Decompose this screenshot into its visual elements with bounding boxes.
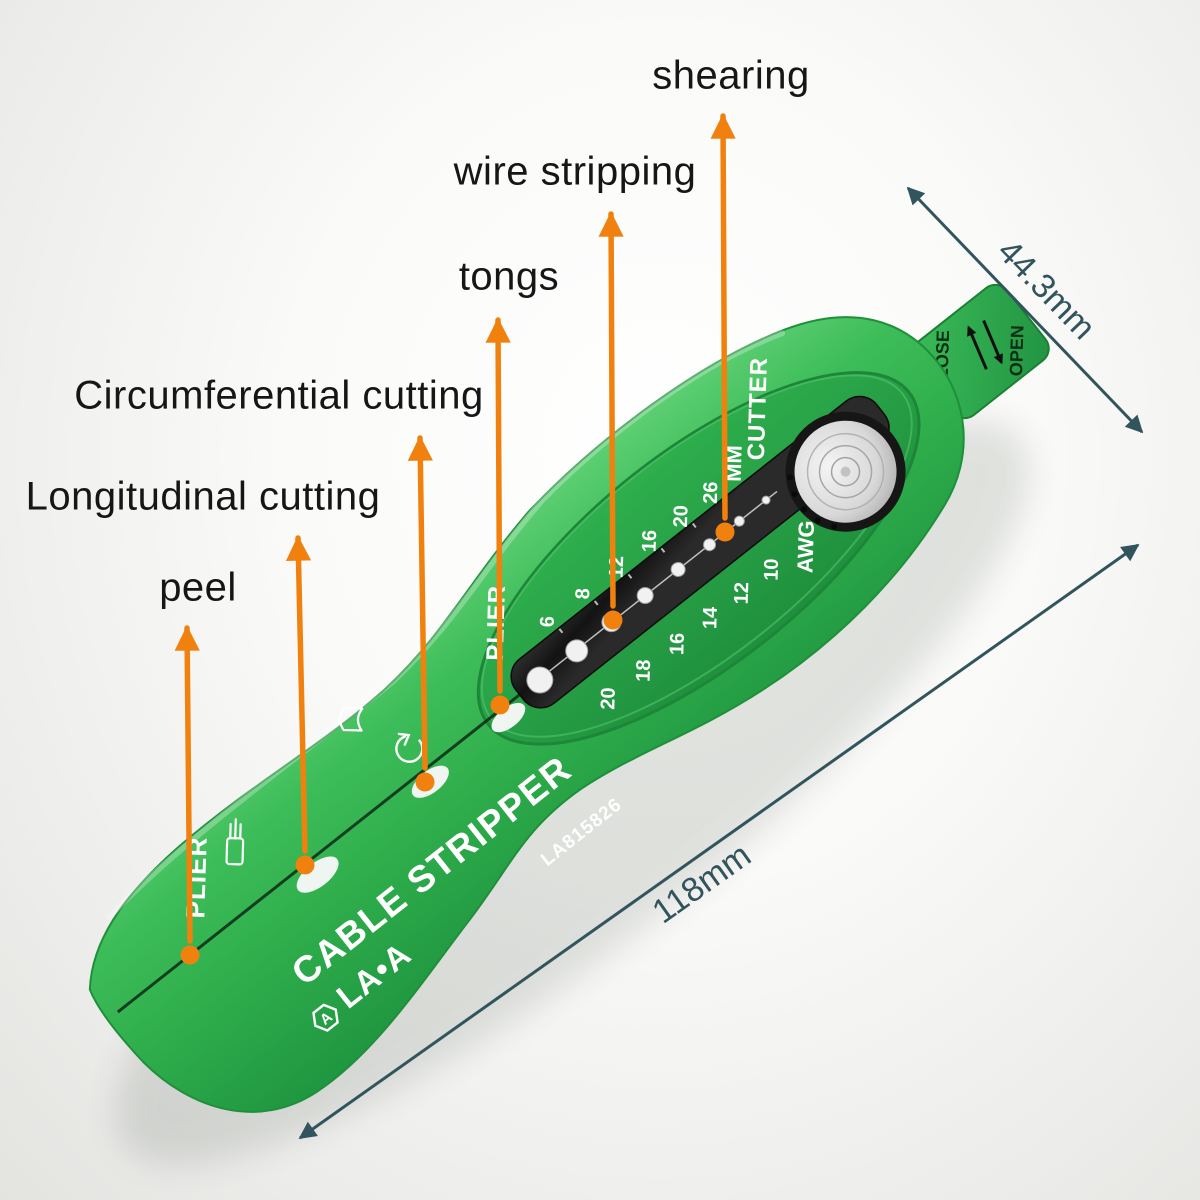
- feature-dot-shearing: [715, 522, 735, 542]
- open-label: OPEN: [1006, 325, 1028, 377]
- awg-tick: 20: [597, 687, 620, 710]
- awg-tick: 18: [633, 659, 656, 682]
- feature-dot-longitudinal: [295, 855, 315, 875]
- mm-tick: 12: [606, 556, 629, 579]
- mm-tick: 6: [537, 616, 559, 628]
- feature-dot-circumferential: [415, 772, 435, 792]
- dimension-line-length: [298, 543, 1140, 1140]
- callout-arrow-shearing: [710, 113, 736, 521]
- mm-tick: 16: [638, 530, 661, 553]
- label-shearing: shearing: [652, 53, 810, 98]
- dimension-line-width: [906, 186, 1144, 434]
- dimension-lines: [298, 186, 1144, 1140]
- label-peel: peel: [159, 565, 237, 610]
- plier-scale-label: PLIER: [482, 585, 511, 661]
- cable-icon: [225, 818, 245, 866]
- feature-dot-peel: [180, 945, 200, 965]
- callout-arrow-tongs: [485, 317, 511, 694]
- feature-dot-wire-stripping: [603, 610, 623, 630]
- label-circumferential-cutting: Circumferential cutting: [74, 373, 484, 418]
- callout-arrow-wire-stripping: [598, 211, 624, 609]
- awg-tick: 12: [731, 582, 754, 605]
- awg-tick: 10: [760, 558, 783, 581]
- label-longitudinal-cutting: Longitudinal cutting: [25, 474, 381, 519]
- mm-tick: 8: [572, 588, 594, 600]
- callout-arrow-peel: [174, 625, 200, 944]
- awg-label: AWG: [792, 520, 819, 573]
- plier-left-label: PLIER: [180, 836, 212, 918]
- cutter-label: CUTTER: [743, 357, 773, 461]
- awg-tick: 16: [666, 633, 689, 656]
- mm-tick: 20: [670, 505, 693, 528]
- knob-teeth: [787, 474, 838, 530]
- stripper-tool: CLOSE OPEN: [88, 283, 1050, 1113]
- awg-tick: 14: [699, 606, 722, 630]
- label-wire-stripping: wire stripping: [453, 149, 697, 194]
- feature-dot-tongs: [490, 695, 510, 715]
- label-tongs: tongs: [458, 254, 560, 299]
- adjustment-knob: [785, 411, 906, 532]
- mm-tick: 26: [700, 481, 723, 504]
